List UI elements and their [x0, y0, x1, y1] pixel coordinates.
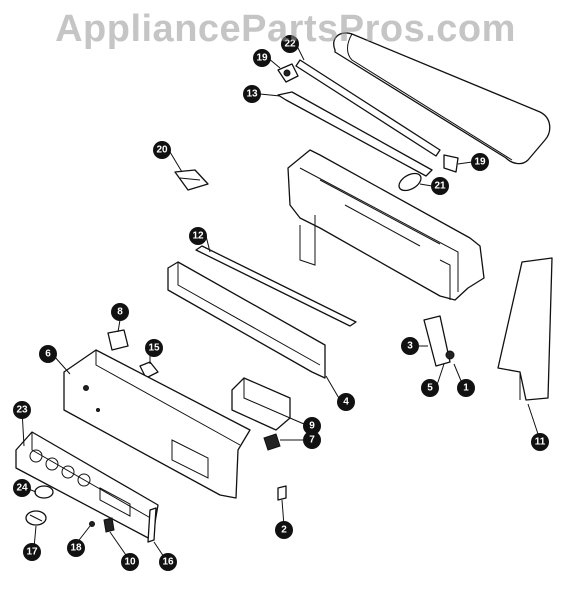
svg-text:1: 1 [463, 383, 469, 394]
callout-18: 18 [67, 539, 85, 557]
svg-text:10: 10 [124, 557, 136, 568]
callout-17: 17 [23, 543, 41, 561]
svg-text:2: 2 [281, 525, 287, 536]
callout-3: 3 [401, 337, 419, 355]
svg-text:5: 5 [427, 383, 433, 394]
svg-text:24: 24 [16, 483, 28, 494]
callout-20: 20 [153, 141, 171, 159]
end-cap-cover [333, 32, 551, 165]
svg-text:7: 7 [309, 435, 315, 446]
button-10 [103, 517, 115, 533]
svg-text:19: 19 [256, 53, 268, 64]
callout-23: 23 [13, 401, 31, 419]
svg-text:17: 17 [26, 547, 38, 558]
bracket-assembly [423, 315, 455, 367]
callout-19-right: 19 [471, 153, 489, 171]
callout-22: 22 [281, 35, 299, 53]
callout-11: 11 [531, 433, 549, 451]
svg-text:22: 22 [284, 39, 296, 50]
callout-16: 16 [159, 553, 177, 571]
callout-2: 2 [275, 521, 293, 539]
knob-17 [25, 510, 47, 526]
knob-7 [263, 433, 281, 451]
svg-text:11: 11 [535, 437, 546, 448]
callout-21: 21 [431, 177, 449, 195]
clip-15 [139, 361, 159, 379]
clock-20 [174, 169, 209, 191]
channel-4 [167, 261, 326, 379]
timer-9 [231, 377, 291, 431]
svg-text:16: 16 [162, 557, 174, 568]
svg-text:20: 20 [156, 145, 168, 156]
callout-7: 7 [303, 431, 321, 449]
callout-10: 10 [121, 553, 139, 571]
rod-22 [295, 59, 441, 157]
callout-4: 4 [337, 393, 355, 411]
side-trim-11 [497, 257, 553, 401]
svg-text:15: 15 [148, 343, 160, 354]
callout-1: 1 [457, 379, 475, 397]
clip-19-right [443, 154, 459, 173]
switch-8 [107, 329, 129, 351]
svg-text:4: 4 [343, 397, 349, 408]
strip-12 [195, 245, 357, 327]
svg-text:23: 23 [16, 405, 28, 416]
svg-text:3: 3 [407, 341, 413, 352]
callout-24: 24 [13, 479, 31, 497]
trim-16 [147, 507, 157, 543]
callout-19-top: 19 [253, 49, 271, 67]
control-panel-6 [63, 349, 251, 499]
bracket-13 [277, 91, 433, 177]
spacer-21 [398, 172, 422, 192]
callout-13: 13 [243, 85, 261, 103]
callout-12: 12 [189, 227, 207, 245]
callout-15: 15 [145, 339, 163, 357]
callout-5: 5 [421, 379, 439, 397]
callout-8: 8 [111, 303, 129, 321]
svg-text:13: 13 [246, 89, 258, 100]
svg-text:19: 19 [474, 157, 486, 168]
svg-text:6: 6 [45, 349, 51, 360]
callout-9: 9 [303, 417, 321, 435]
clip-2 [277, 485, 287, 501]
clip-19-top [277, 63, 299, 83]
callout-6: 6 [39, 345, 57, 363]
svg-text:18: 18 [70, 543, 82, 554]
backguard-frame [287, 149, 485, 301]
knob-24 [34, 485, 54, 499]
svg-text:12: 12 [192, 231, 204, 242]
svg-text:9: 9 [309, 421, 315, 432]
svg-text:21: 21 [434, 181, 446, 192]
svg-text:8: 8 [117, 307, 123, 318]
button-18 [89, 521, 95, 527]
